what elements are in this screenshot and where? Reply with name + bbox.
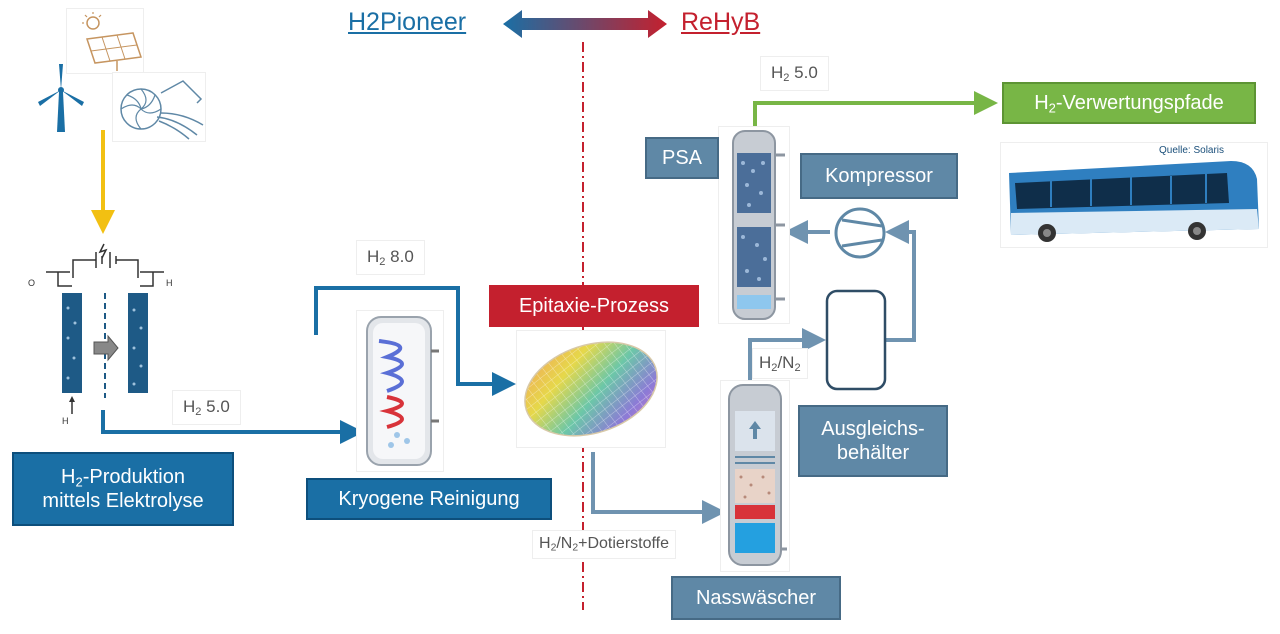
flow-wafer-to-scrubber	[591, 452, 726, 524]
flow-electrolyzer-to-cryo	[101, 410, 364, 444]
flow-buffer-to-compressor	[885, 220, 916, 342]
hydro-turbine-icon	[112, 72, 206, 142]
box-nasswaescher: Nasswäscher	[671, 576, 841, 620]
box-epitaxie-prozess: Epitaxie-Prozess	[489, 285, 699, 327]
label-h2-n2: H2/N2	[752, 348, 808, 379]
label-h2-50-left: H2 5.0	[172, 390, 241, 425]
o2-label: O	[28, 278, 35, 288]
header-arrow	[503, 10, 667, 38]
bus-icon: Quelle: Solaris	[1000, 142, 1268, 248]
h2-small-label: H	[166, 278, 173, 288]
flow-psa-to-utilization	[753, 91, 998, 128]
cryo-tank-icon	[356, 310, 444, 472]
label-h2-80: H2 8.0	[356, 240, 425, 275]
solar-panel-icon	[66, 8, 144, 74]
wind-turbine-icon	[34, 62, 88, 134]
header-h2pioneer: H2Pioneer	[348, 8, 467, 36]
box-ausgleichsbehaelter: Ausgleichs-behälter	[798, 405, 948, 477]
label-h2-n2-dotierstoffe: H2/N2+Dotierstoffe	[532, 530, 676, 559]
box-kompressor: Kompressor	[800, 153, 958, 199]
flow-scrubber-to-buffer	[748, 328, 826, 386]
scrubber-icon	[720, 380, 790, 572]
psa-column-icon	[718, 126, 790, 324]
h2o-label: H	[62, 416, 69, 426]
box-h2-verwertungspfade: H2-Verwertungspfade	[1002, 82, 1256, 124]
label-h2-50-top: H2 5.0	[760, 56, 829, 91]
flow-cryo-to-wafer	[314, 286, 516, 396]
box-kryogene-reinigung: Kryogene Reinigung	[306, 478, 552, 520]
header-rehyb: ReHyB	[681, 8, 761, 36]
compressor-icon	[830, 204, 890, 262]
wafer-icon	[516, 330, 666, 448]
electrolyzer-icon: O H H	[28, 238, 188, 428]
buffer-tank-icon	[824, 288, 888, 392]
box-psa: PSA	[645, 137, 719, 179]
source-label: Quelle: Solaris	[1159, 145, 1225, 156]
